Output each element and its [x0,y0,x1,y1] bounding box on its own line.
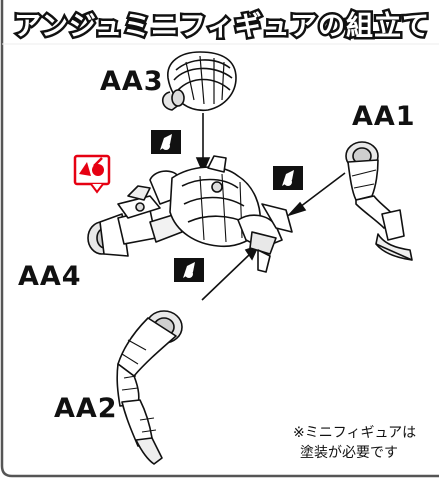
painting-note-line2: 塗装が必要です [300,445,398,461]
leg-part-aa2 [116,310,183,465]
glue-icon [273,166,303,190]
glue-icon [151,130,181,154]
part-label-aa1: AA1 [352,101,416,132]
part-label-aa2: AA2 [54,393,118,424]
leg-part-aa1 [345,141,413,261]
part-label-aa3: AA3 [100,66,164,97]
assembly-arrows [195,113,346,301]
head-part-aa3 [161,51,237,111]
page-title: アンジュミニフィギュアの組立て [12,9,432,45]
torso-part-aa4 [87,155,293,273]
glue-icon [174,258,204,282]
part-label-aa4: AA4 [18,261,82,292]
no-glue-icon [73,154,111,194]
painting-note-line1: ※ミニフィギュアは [293,425,417,441]
